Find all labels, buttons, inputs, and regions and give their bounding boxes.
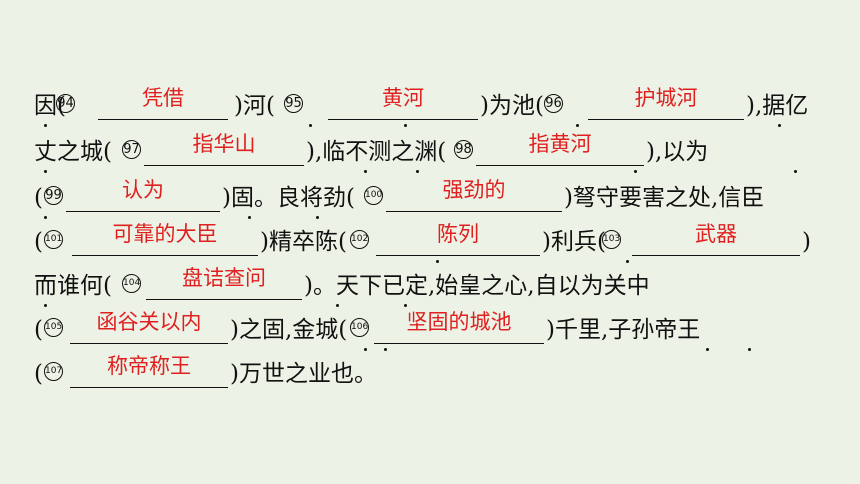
emphasis-dot — [626, 260, 629, 263]
emphasis-dot — [44, 304, 47, 307]
passage-text: ( — [34, 361, 43, 387]
answer-blank[interactable]: 指华山 — [144, 132, 304, 166]
emphasis-dot — [44, 170, 47, 173]
passage-text: )固。良将劲( — [222, 185, 355, 211]
answer-blank[interactable]: 武器 — [632, 222, 800, 256]
emphasis-dot — [336, 304, 339, 307]
passage-text: ),据亿 — [746, 93, 809, 119]
emphasis-dot — [384, 348, 387, 351]
passage-text: 而谁何( — [34, 273, 112, 299]
question-number: 97 — [122, 140, 141, 159]
passage-text: ) — [802, 229, 811, 255]
answer-text: 黄河 — [382, 86, 424, 110]
question-number: 95 — [284, 94, 303, 113]
question-number: 96 — [544, 94, 563, 113]
emphasis-dot — [748, 348, 751, 351]
answer-blank[interactable]: 护城河 — [588, 86, 744, 120]
emphasis-dot — [316, 216, 319, 219]
question-number: 99 — [44, 186, 63, 205]
question-number: 105 — [44, 318, 63, 337]
answer-text: 可靠的大臣 — [112, 222, 218, 246]
emphasis-dot — [634, 170, 637, 173]
emphasis-dot — [44, 216, 47, 219]
answer-blank[interactable]: 称帝称王 — [70, 354, 228, 388]
answer-text: 称帝称王 — [107, 354, 191, 378]
question-number: 102 — [350, 230, 369, 249]
answer-text: 护城河 — [634, 86, 698, 110]
emphasis-dot — [404, 304, 407, 307]
answer-blank[interactable]: 坚固的城池 — [374, 310, 544, 344]
question-number: 104 — [122, 274, 141, 293]
answer-blank[interactable]: 盘诘查问 — [146, 266, 302, 300]
question-number: 107 — [44, 362, 63, 381]
passage-text: ( — [34, 185, 43, 211]
question-number: 103 — [602, 230, 621, 249]
answer-text: 陈列 — [437, 222, 479, 246]
question-number: 98 — [454, 140, 473, 159]
answer-blank[interactable]: 函谷关以内 — [70, 310, 228, 344]
answer-text: 认为 — [122, 178, 164, 202]
passage-text: )弩守要害之处,信臣 — [564, 185, 765, 211]
answer-text: 函谷关以内 — [96, 310, 202, 334]
passage-text: )为池( — [480, 93, 544, 119]
passage-text: )利兵( — [542, 229, 606, 255]
passage-text: )之固,金城( — [230, 317, 348, 343]
emphasis-dot — [364, 170, 367, 173]
answer-blank[interactable]: 指黄河 — [476, 132, 644, 166]
answer-blank[interactable]: 强劲的 — [386, 178, 562, 212]
passage-text: )河( — [234, 93, 275, 119]
question-number: 101 — [44, 230, 63, 249]
emphasis-dot — [416, 170, 419, 173]
emphasis-dot — [248, 216, 251, 219]
passage-text: ( — [34, 317, 43, 343]
question-number: 106 — [350, 318, 369, 337]
emphasis-dot — [309, 124, 312, 127]
emphasis-dot — [404, 124, 407, 127]
answer-text: 武器 — [695, 222, 737, 246]
answer-text: 强劲的 — [442, 178, 506, 202]
passage-text: )万世之业也。 — [230, 361, 377, 387]
passage-text: ),临不测之渊( — [306, 139, 447, 165]
passage-text: ( — [34, 229, 43, 255]
emphasis-dot — [436, 260, 439, 263]
answer-text: 指华山 — [192, 132, 256, 156]
answer-text: 坚固的城池 — [406, 310, 512, 334]
emphasis-dot — [778, 124, 781, 127]
emphasis-dot — [706, 348, 709, 351]
answer-blank[interactable]: 可靠的大臣 — [72, 222, 258, 256]
answer-text: 指黄河 — [528, 132, 592, 156]
answer-blank[interactable]: 认为 — [66, 178, 220, 212]
passage-text: 丈之城( — [34, 139, 112, 165]
emphasis-dot — [44, 124, 47, 127]
answer-blank[interactable]: 凭借 — [98, 86, 228, 120]
answer-text: 凭借 — [142, 86, 184, 110]
passage-text: )千里,子孙帝王 — [546, 317, 701, 343]
emphasis-dot — [794, 170, 797, 173]
emphasis-dot — [576, 124, 579, 127]
emphasis-dot — [364, 348, 367, 351]
answer-blank[interactable]: 黄河 — [328, 86, 478, 120]
passage-text: ),以为 — [646, 139, 709, 165]
answer-text: 盘诘查问 — [182, 266, 266, 290]
passage-text: )。天下已定,始皇之心,自以为关中 — [304, 273, 650, 299]
question-number: 100 — [364, 186, 383, 205]
passage-text: )精卒陈( — [260, 229, 347, 255]
question-number: 94 — [56, 94, 75, 113]
answer-blank[interactable]: 陈列 — [376, 222, 540, 256]
